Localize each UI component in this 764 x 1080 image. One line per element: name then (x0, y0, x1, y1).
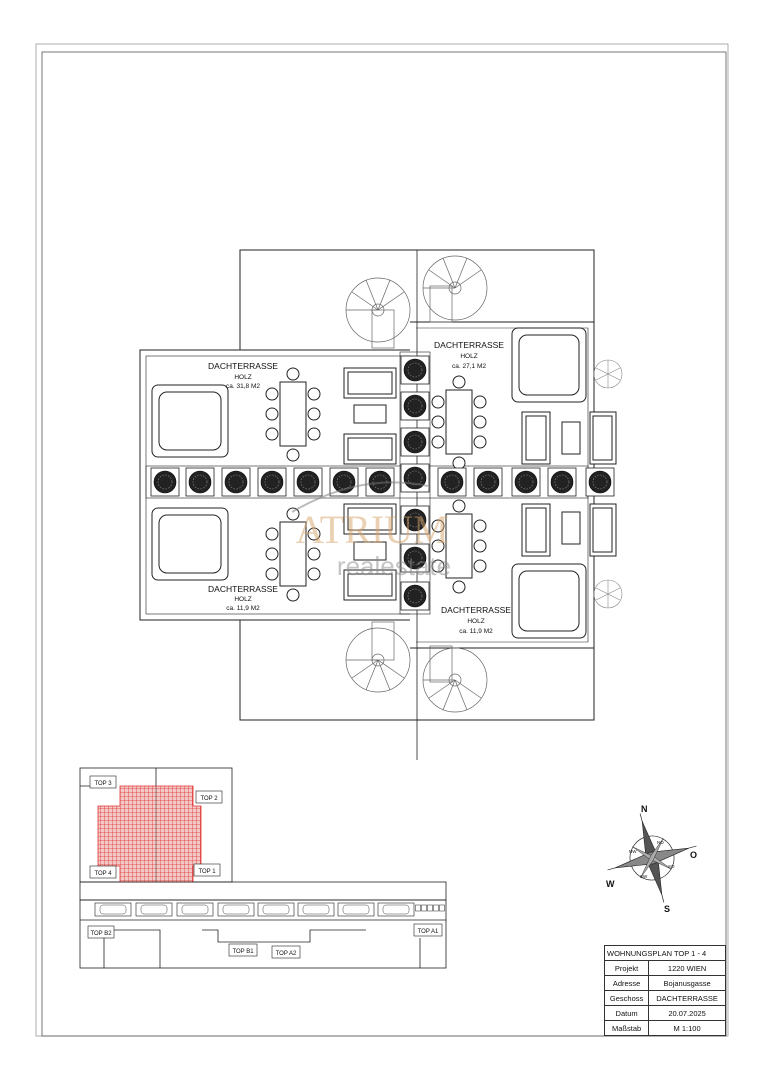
bike-stand (427, 904, 433, 912)
area-1-size: ca. 31,8 M2 (226, 383, 260, 390)
atrium-watermark: ATRIUM realestate (291, 481, 451, 581)
area-4-name: DACHTERRASSE (441, 605, 511, 615)
title-label-massstab: Maßstab (603, 1020, 650, 1036)
area-3-size: ca. 11,9 M2 (226, 605, 260, 612)
bike-stand (439, 904, 445, 912)
planter (511, 467, 541, 497)
lounge-sofas (343, 367, 617, 601)
area-3-name: DACHTERRASSE (208, 584, 278, 594)
compass-so: SO (668, 864, 675, 869)
planter (400, 355, 430, 385)
bike-stand (415, 904, 421, 912)
area-4-material: HOLZ (467, 618, 484, 625)
planter (400, 463, 430, 493)
label-top-4: TOP 4 (94, 871, 112, 877)
watermark-realestate: realestate (337, 551, 451, 581)
title-block: WOHNUNGSPLAN TOP 1 - 4 Projekt 1220 WIEN… (603, 945, 726, 1036)
compass-o: O (690, 850, 697, 860)
compass-no: NO (657, 840, 664, 845)
area-4-size: ca. 11,9 M2 (459, 628, 493, 635)
title-label-datum: Datum (603, 1005, 650, 1021)
planter (185, 467, 215, 497)
key-plan-labels: TOP 3 TOP 2 TOP 4 TOP 1 TOP B2 TOP B1 TO… (87, 775, 443, 959)
planter (293, 467, 323, 497)
compass-rose: N W O S NW NO SW SO (606, 804, 697, 914)
planter (150, 467, 180, 497)
parked-car (257, 902, 295, 917)
parked-car (176, 902, 214, 917)
bike-stand (433, 904, 439, 912)
planter (400, 543, 430, 573)
parking-row (94, 902, 445, 917)
title-value-adresse: Bojanusgasse (648, 975, 726, 991)
label-top-3: TOP 3 (94, 781, 112, 787)
title-label-geschoss: Geschoss (603, 990, 650, 1006)
area-1-material: HOLZ (234, 374, 251, 381)
parked-car (217, 902, 255, 917)
planter (221, 467, 251, 497)
parked-car (94, 902, 132, 917)
planter (547, 467, 577, 497)
planter (400, 581, 430, 611)
planter (257, 467, 287, 497)
compass-sw: SW (640, 874, 648, 879)
title-label-adresse: Adresse (603, 975, 650, 991)
title-value-geschoss: DACHTERRASSE (648, 990, 726, 1006)
area-labels: DACHTERRASSE HOLZ ca. 31,8 M2 DACHTERRAS… (208, 340, 511, 635)
area-3-material: HOLZ (234, 596, 251, 603)
title-value-projekt: 1220 WIEN (648, 960, 726, 976)
parked-car (297, 902, 335, 917)
spiral-stairs (345, 255, 488, 713)
planter (585, 467, 615, 497)
planter (473, 467, 503, 497)
dining-tables (265, 367, 487, 602)
area-2-size: ca. 27,1 M2 (452, 363, 486, 370)
label-top-a2: TOP A2 (276, 951, 297, 957)
watermark-atrium: ATRIUM (295, 507, 448, 552)
shrub-symbols (593, 359, 623, 609)
compass-n: N (641, 804, 648, 814)
title-value-datum: 20.07.2025 (648, 1005, 726, 1021)
area-2-material: HOLZ (460, 353, 477, 360)
label-top-1: TOP 1 (198, 869, 216, 875)
parked-car (135, 902, 173, 917)
planter (400, 391, 430, 421)
compass-nw: NW (629, 849, 637, 854)
planter (400, 505, 430, 535)
parked-car (377, 902, 415, 917)
hot-tubs (151, 327, 587, 639)
drawing-border (41, 51, 727, 1037)
planter (437, 467, 467, 497)
area-2-name: DACHTERRASSE (434, 340, 504, 350)
compass-w: W (606, 879, 615, 889)
title-label-projekt: Projekt (603, 960, 650, 976)
title-block-header: WOHNUNGSPLAN TOP 1 - 4 (604, 945, 726, 961)
title-value-massstab: M 1:100 (648, 1020, 726, 1036)
key-plan (79, 767, 447, 969)
planter (400, 427, 430, 457)
label-top-b1: TOP B1 (232, 949, 254, 955)
parked-car (337, 902, 375, 917)
label-top-a1: TOP A1 (418, 929, 439, 935)
label-top-2: TOP 2 (200, 796, 218, 802)
compass-s: S (664, 904, 670, 914)
label-top-b2: TOP B2 (90, 931, 112, 937)
area-1-name: DACHTERRASSE (208, 361, 278, 371)
bike-stand (421, 904, 427, 912)
